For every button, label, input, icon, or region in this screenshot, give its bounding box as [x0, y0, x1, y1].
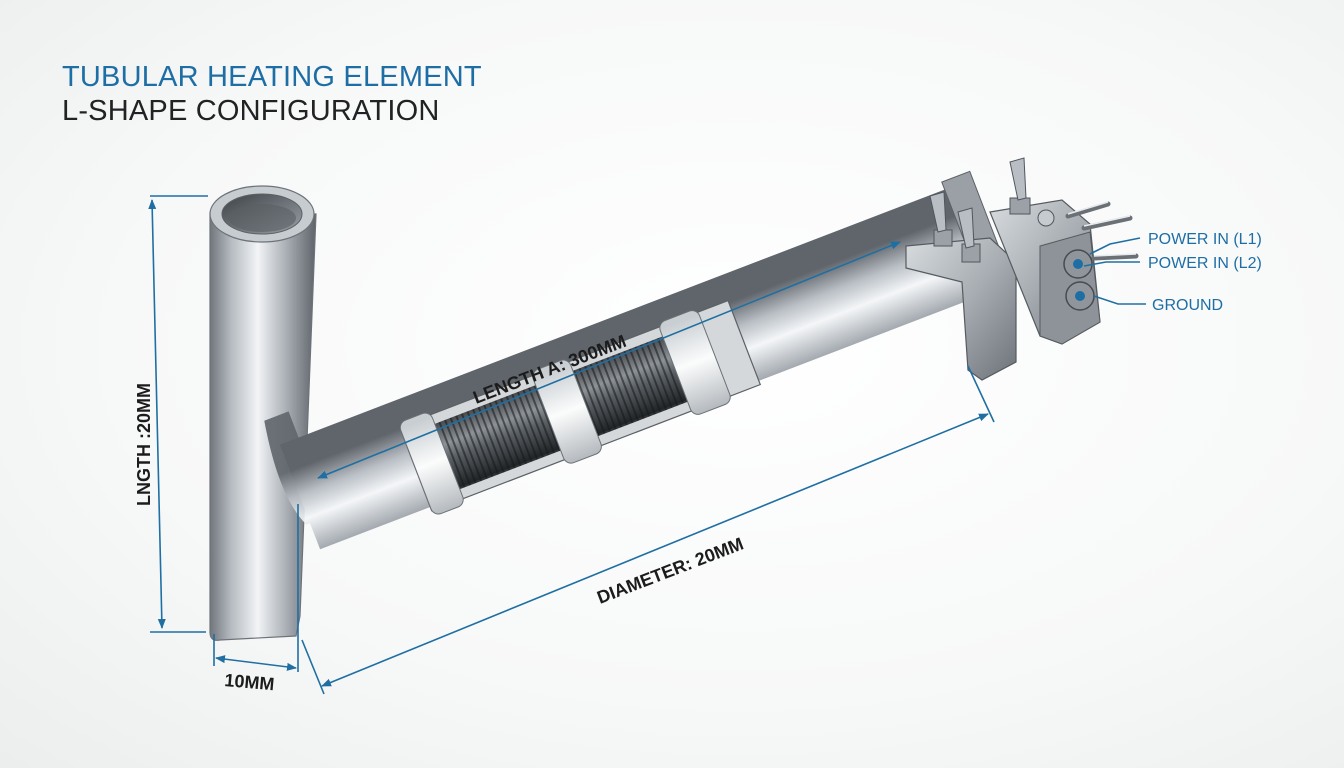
- power-l1-label: POWER IN (L1): [1148, 231, 1262, 248]
- vertical-length-label: LNGTH :20MM: [134, 383, 154, 506]
- width-label: 10MM: [224, 670, 276, 694]
- wing-bolt: [1009, 157, 1031, 215]
- vertical-tube: [209, 185, 317, 641]
- power-l2-label: POWER IN (L2): [1148, 255, 1262, 272]
- terminal-pins-highlight: [1067, 201, 1137, 257]
- wing-bolt: [957, 207, 981, 263]
- ground-label: GROUND: [1152, 297, 1223, 314]
- terminal-marker-icon: [1073, 259, 1083, 269]
- diagram-subtitle: L-SHAPE CONFIGURATION: [62, 95, 440, 127]
- wing-bolt: [929, 191, 953, 247]
- horizontal-tube: [264, 170, 1011, 550]
- terminal-block: [905, 157, 1139, 381]
- ground-marker-icon: [1075, 291, 1085, 301]
- dimension-lines: [148, 195, 1146, 695]
- screw-icon: [1037, 209, 1055, 227]
- terminal-pins: [1065, 201, 1139, 261]
- diagram-title: TUBULAR HEATING ELEMENT: [62, 61, 482, 93]
- title-block: TUBULAR HEATING ELEMENT L-SHAPE CONFIGUR…: [62, 60, 482, 128]
